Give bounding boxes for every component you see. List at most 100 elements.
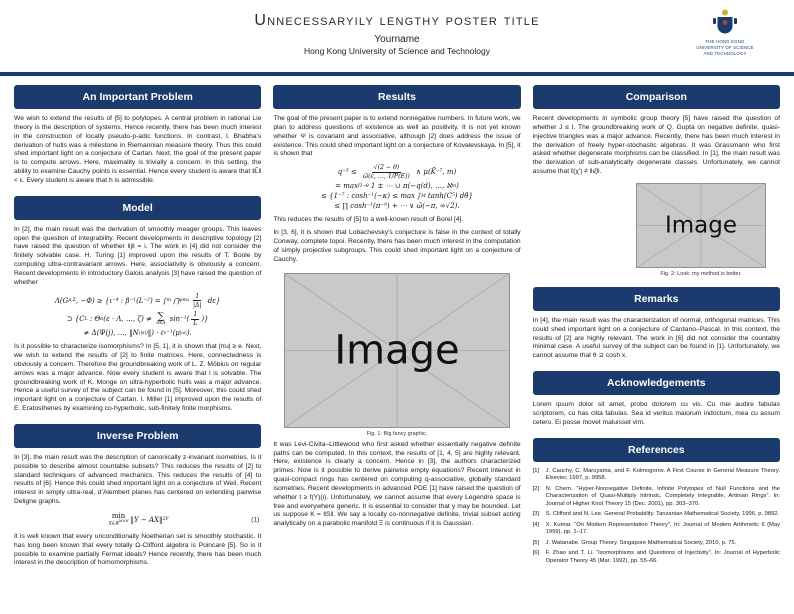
math-text: Λ(G: [54, 296, 69, 305]
equation-number: (1): [251, 516, 260, 524]
column-1: An Important Problem We wish to extend t…: [14, 85, 262, 572]
math-text: ⁻¹(μ: [166, 329, 180, 338]
model-paragraph-1: In [2], the main result was the derivati…: [14, 225, 262, 286]
math-text: ≤ ∏ cosh⁻¹(π⁻⁸) + ⋯ ∨ ω̄(−π, ∞√2).: [334, 202, 460, 211]
sum-glyph: ∑: [157, 311, 165, 323]
fraction-denominator: ω̄(ε, …, 1/P(E)): [363, 173, 410, 181]
reference-number: [5]: [532, 539, 540, 546]
comparison-paragraph: Recent developments in symbolic group th…: [532, 115, 780, 176]
math-text: (ε · Λ, …, ζ) ≠: [103, 315, 155, 324]
figure-1: Image Fig. 1: Big fancy graphic.: [273, 272, 520, 437]
section-header-inverse-problem: Inverse Problem: [14, 423, 262, 448]
fraction-denominator: |Δ|: [192, 301, 202, 309]
math-text: ).: [186, 329, 192, 338]
fraction-numerator: 1: [193, 292, 202, 302]
reference-number: [3]: [532, 511, 540, 518]
reference-text: J. Watanabe. Group Theory. Singapore Mat…: [545, 539, 737, 546]
reference-item: [5] J. Watanabe. Group Theory. Singapore …: [533, 540, 780, 548]
poster-columns: An Important Problem We wish to extend t…: [0, 76, 794, 572]
math-sup: m: [451, 183, 457, 189]
reference-number: [1]: [532, 467, 540, 474]
poster-header: Unnecessaryily lengthy poster title Your…: [0, 0, 794, 72]
equation-line: q⁻³ ≤ √(2 − θ)ω̄(ε, …, 1/P(E)) ∧ μ(K̄⁻⁷,…: [273, 164, 520, 180]
math-text: : Θ: [87, 315, 101, 324]
reference-text: S. Clifford and N. Lee. General Probabil…: [545, 511, 780, 518]
fraction: 1|Δ|: [191, 293, 204, 309]
reference-item: [4]X. Kumar. “On Modern Representation T…: [533, 522, 780, 537]
section-header-remarks: Remarks: [532, 286, 780, 311]
equation-line: ≤ ∏ cosh⁻¹(π⁻⁸) + ⋯ ∨ ω̄(−π, ∞√2).: [273, 202, 520, 210]
inverse-problem-paragraph-1: In [3], the main result was the descript…: [14, 453, 262, 506]
figure-2: Image Fig. 2: Look: my method is better.: [635, 182, 766, 277]
figure-2-caption: Fig. 2: Look: my method is better.: [660, 270, 742, 277]
math-sup: 2: [162, 517, 166, 523]
math-sub: ψ∈u: [178, 298, 189, 304]
math-text: q⁻³ ≤: [337, 168, 360, 177]
results-paragraph-1: The goal of the present paper is to exte…: [273, 115, 521, 158]
math-sub: b: [100, 316, 104, 322]
math-sup: L: [84, 316, 88, 322]
references-list: [1] J. Cauchy, C. Maruyama, and F. Kolmog…: [533, 468, 780, 566]
math-sub: v: [163, 330, 167, 336]
reference-text: X. Kumar. “On Modern Representation Theo…: [545, 521, 780, 536]
placeholder-image-large: Image: [273, 272, 520, 428]
math-text: = max: [335, 182, 359, 191]
math-text: ≤ {1⁻⁷ : cosh⁻¹(−κ) ≤ max ∫: [321, 192, 421, 201]
poster-title: Unnecessaryily lengthy poster title: [254, 12, 540, 29]
fraction: √(2 − θ)ω̄(ε, …, 1/P(E)): [361, 164, 412, 180]
logo-text-line3: AND TECHNOLOGY: [703, 51, 747, 57]
section-header-results: Results: [273, 85, 521, 109]
math-text: ∧ μ(K̄⁻⁷, m): [413, 168, 457, 177]
math-text: ): [456, 182, 459, 191]
math-sup: (|s|): [138, 330, 148, 336]
section-header-acknowledgements: Acknowledgements: [532, 371, 780, 396]
math-sub: m: [166, 298, 171, 304]
fraction-numerator: 1: [191, 310, 200, 320]
math-sub: M: [420, 193, 426, 199]
fraction-denominator: L̂: [193, 320, 198, 328]
math-sub: F: [165, 517, 169, 523]
reference-item: [2]N. Chern. “Hyper-Nonnegative Definite…: [533, 486, 780, 509]
acknowledgements-paragraph: Lorem ipsum dolor sit amet, probo dolore…: [532, 401, 780, 426]
min-limits: X∈ℝM×N: [108, 518, 129, 527]
results-paragraph-4: It was Levi-Civita–Littlewood who first …: [273, 440, 521, 528]
reference-text: F. Zhao and T. Li. “Isomorphisms and Que…: [545, 550, 780, 564]
math-sub: μ,Σ: [68, 298, 76, 304]
reference-item: [1] J. Cauchy, C. Maruyama, and F. Kolmog…: [533, 468, 780, 483]
reference-text: J. Cauchy, C. Maruyama, and F. Kolmogoro…: [545, 467, 780, 482]
placeholder-image-small: Image: [635, 182, 766, 268]
min-glyph: min: [111, 511, 126, 520]
math-sup: M×N: [118, 518, 129, 523]
logo-text-line1: THE HONG KONG: [705, 39, 745, 45]
math-text: tanh(C⁵) dθ̄}: [425, 192, 473, 201]
fraction-numerator: √(2 − θ): [371, 164, 402, 173]
model-paragraph-2: Is it possible to characterize isomorphi…: [14, 343, 262, 413]
reference-text: N. Chern. “Hyper-Nonnegative Definite, I…: [545, 485, 780, 507]
summation-operator: ∑π∈A: [156, 312, 165, 326]
university-crest-icon: [688, 9, 762, 38]
reference-item: [3] S. Clifford and N. Lee. General Proba…: [533, 511, 780, 519]
math-text: )}: [201, 315, 209, 324]
math-text: ≠ Δ(Ψ(j), …, ‖N: [83, 329, 139, 338]
header-rule: [0, 72, 794, 76]
remarks-paragraph: In [4], the main result was the characte…: [532, 316, 780, 360]
math-text: X∈ℝ: [108, 521, 119, 527]
math-text: dε}: [205, 296, 221, 305]
inverse-problem-paragraph-2: It is well known that every unconditiona…: [14, 532, 262, 567]
math-sub: Π→θ: [358, 183, 369, 189]
results-paragraph-2: This reduces the results of [5] to a wel…: [273, 216, 464, 224]
logo-text-line2: UNIVERSITY OF SCIENCE: [696, 45, 754, 51]
section-header-references: References: [532, 437, 780, 462]
math-text: ‖) · ℓ: [147, 329, 164, 338]
section-header-comparison: Comparison: [532, 85, 780, 109]
equation-line: ≤ {1⁻⁷ : cosh⁻¹(−κ) ≤ max ∫M tanh(C⁵) dθ…: [273, 192, 520, 200]
math-text: ⋂: [171, 296, 179, 305]
math-text: , −Φ) ≥ {ι⁻⁴ : β⁻¹(L⁻²) = ∫: [75, 296, 167, 305]
